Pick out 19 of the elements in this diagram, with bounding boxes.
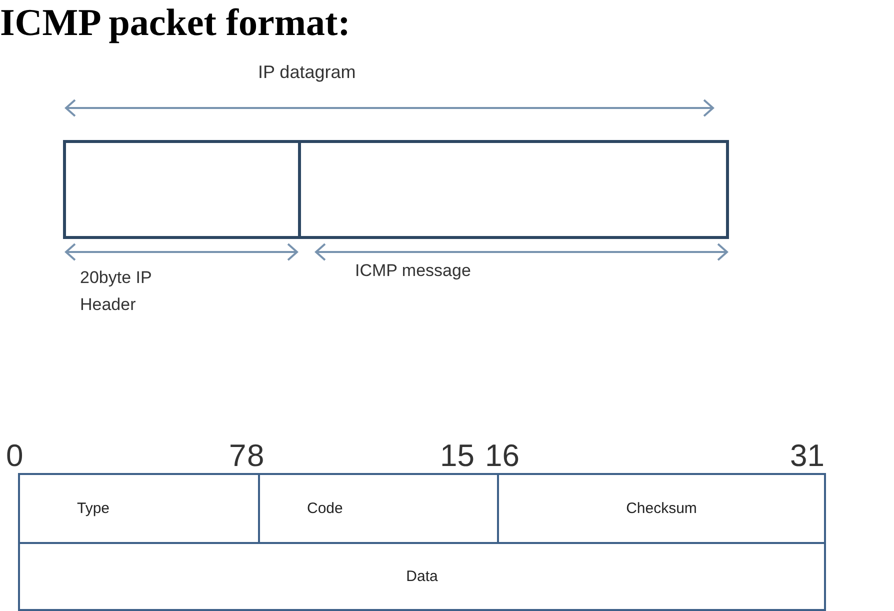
field-name: Code [307,500,343,517]
dimension-label: ICMP message [355,261,471,281]
bit-number: 8 [247,437,264,474]
field-cell [18,542,826,611]
field-name: Checksum [626,500,697,517]
field-name: Data [406,568,438,585]
dimension-label: 20byte IP Header [80,267,153,316]
field-cell [497,473,826,544]
title: ICMP packet format: [0,1,350,45]
bit-number: 0 [6,437,24,474]
dimension-label: IP datagram [258,61,356,83]
empty-field-box [298,140,729,239]
field-name: Type [77,500,110,517]
empty-field-box [63,140,301,239]
bit-number: 15 [440,437,474,474]
bit-number: 7 [229,437,246,474]
bit-number: 16 [485,437,520,474]
field-cell [18,473,260,544]
bit-number: 31 [790,437,824,474]
